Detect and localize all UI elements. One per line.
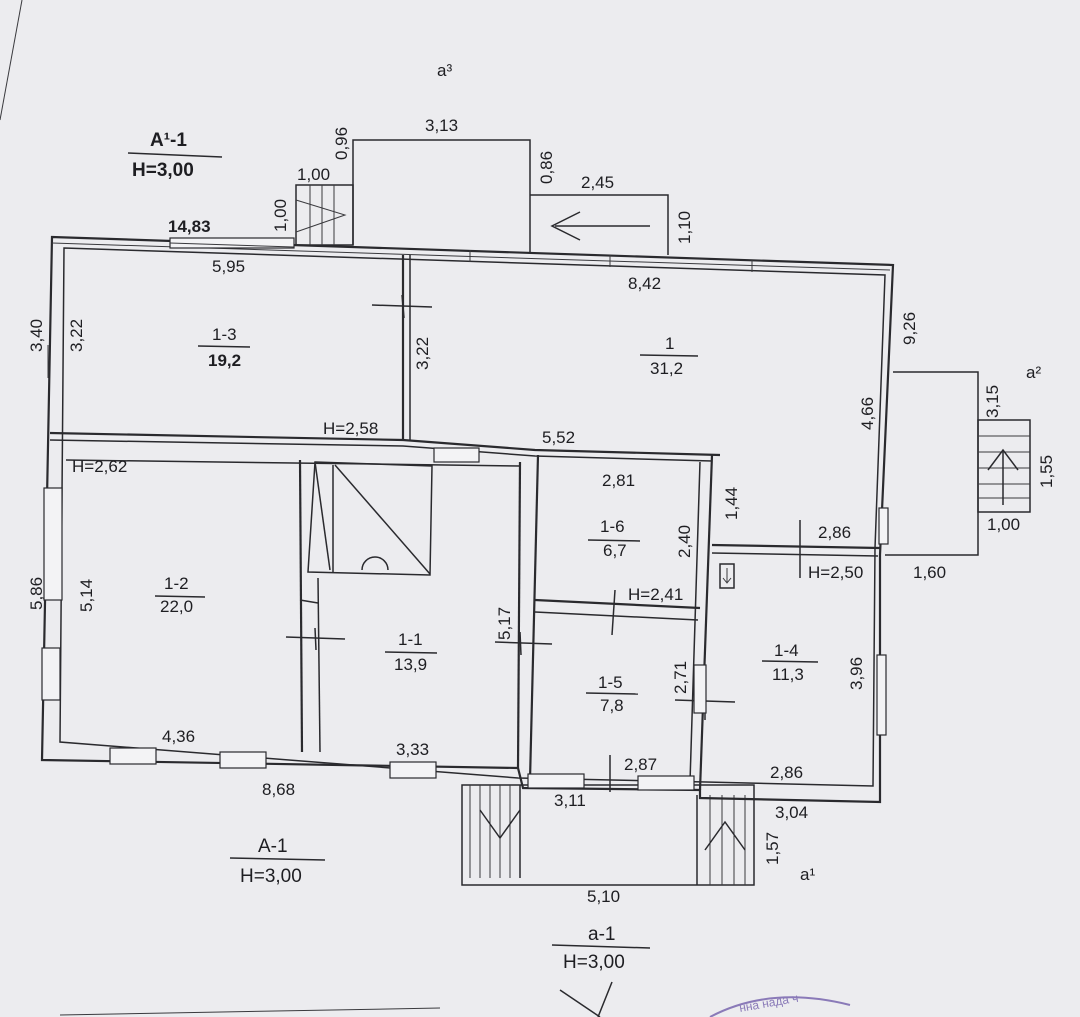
- annex-bottom: [461, 784, 755, 886]
- room-number: 1-4: [774, 641, 799, 660]
- height-label: Н=2,41: [628, 585, 683, 604]
- dimension-label: 2,45: [581, 173, 614, 192]
- room-1-3: 1-3 19,2: [208, 325, 241, 370]
- dimension-label: 1,44: [722, 487, 741, 520]
- room-1-5: 1-5 7,8: [598, 673, 624, 715]
- block-upper-name: А¹-1: [150, 130, 187, 151]
- dimension-label: 8,42: [628, 274, 661, 293]
- room-1-1: 1-1 13,9: [394, 630, 427, 674]
- windows: [41, 237, 889, 791]
- room-area: 31,2: [650, 359, 683, 378]
- dimension-label: 1,10: [675, 211, 694, 244]
- meter-icon: [719, 563, 735, 589]
- dimension-label: 2,86: [818, 523, 851, 542]
- room-area: 11,3: [772, 665, 804, 684]
- dimension-label: 1,55: [1037, 455, 1056, 488]
- room-number: 1-3: [212, 325, 237, 344]
- room-area: 22,0: [160, 597, 193, 616]
- paper-edge-line: [0, 0, 23, 121]
- room-area: 13,9: [394, 655, 427, 674]
- dimension-label: 5,52: [542, 428, 575, 447]
- room-area: 6,7: [603, 541, 627, 560]
- bottom-rule: [59, 1007, 441, 1016]
- dimension-label: 5,95: [212, 257, 245, 276]
- dimension-label: 3,22: [67, 319, 86, 352]
- dimension-label: 1,00: [271, 199, 290, 232]
- room-number: 1-1: [398, 630, 423, 649]
- dimension-label: 2,71: [671, 661, 690, 694]
- dimension-label: 4,36: [162, 727, 195, 746]
- room-area: 19,2: [208, 351, 241, 370]
- dimension-label: 2,81: [602, 471, 635, 490]
- room-number: 1-5: [598, 673, 623, 692]
- dimension-label: 0,96: [332, 127, 351, 160]
- block-main-height: Н=3,00: [240, 866, 302, 887]
- dimension-label: 5,86: [27, 577, 46, 610]
- block-porch-height: Н=3,00: [563, 952, 625, 973]
- dimension-label: 3,13: [425, 116, 458, 135]
- dimension-label: 5,14: [77, 579, 96, 612]
- dimension-label: 5,10: [587, 887, 620, 906]
- dimension-label: 9,26: [900, 312, 919, 345]
- dimension-label: 1,57: [763, 832, 782, 865]
- room-1: 1 31,2: [650, 334, 683, 378]
- dimension-label: 3,04: [775, 803, 808, 822]
- annex-bottom-label: a¹: [800, 865, 815, 884]
- dimension-label: 2,87: [624, 755, 657, 774]
- dimension-label: 1,00: [987, 515, 1020, 534]
- dimension-label: 8,68: [262, 780, 295, 799]
- dimension-label: 3,11: [554, 791, 586, 810]
- block-porch-name: а-1: [588, 924, 615, 945]
- dimension-label: 4,66: [858, 397, 877, 430]
- dimension-label: 3,22: [413, 337, 432, 370]
- dimension-label: 5,17: [495, 607, 514, 640]
- annex-right: [885, 371, 1031, 556]
- dimension-label: 0,86: [537, 151, 556, 184]
- room-1-6: 1-6 6,7: [600, 517, 627, 560]
- block-upper-height: Н=3,00: [132, 160, 194, 181]
- room-number: 1-2: [164, 574, 189, 593]
- annex-top-label: a³: [437, 61, 452, 80]
- fraction-lines: [127, 152, 819, 1017]
- height-label: Н=2,50: [808, 563, 863, 582]
- height-label: Н=2,58: [323, 419, 378, 438]
- room-1-4: 1-4 11,3: [772, 641, 804, 684]
- dimension-label: 3,15: [983, 385, 1002, 418]
- dimension-label: 1,00: [297, 165, 330, 184]
- dimension-label: 1,60: [913, 563, 946, 582]
- room-area: 7,8: [600, 696, 624, 715]
- dimension-label: 3,33: [396, 740, 429, 759]
- room-number: 1-6: [600, 517, 625, 536]
- annex-right-label: a²: [1026, 363, 1041, 382]
- room-number: 1: [665, 334, 674, 353]
- height-label: Н=2,62: [72, 457, 127, 476]
- dimension-label: 3,40: [27, 319, 46, 352]
- room-1-2: 1-2 22,0: [160, 574, 193, 616]
- dimension-label: 3,96: [847, 657, 866, 690]
- stamp-arc: [709, 996, 851, 1017]
- dimension-label: 14,83: [168, 217, 211, 236]
- dimension-label: 2,40: [675, 525, 694, 558]
- block-main-name: А-1: [258, 836, 288, 857]
- dimension-label: 2,86: [770, 763, 803, 782]
